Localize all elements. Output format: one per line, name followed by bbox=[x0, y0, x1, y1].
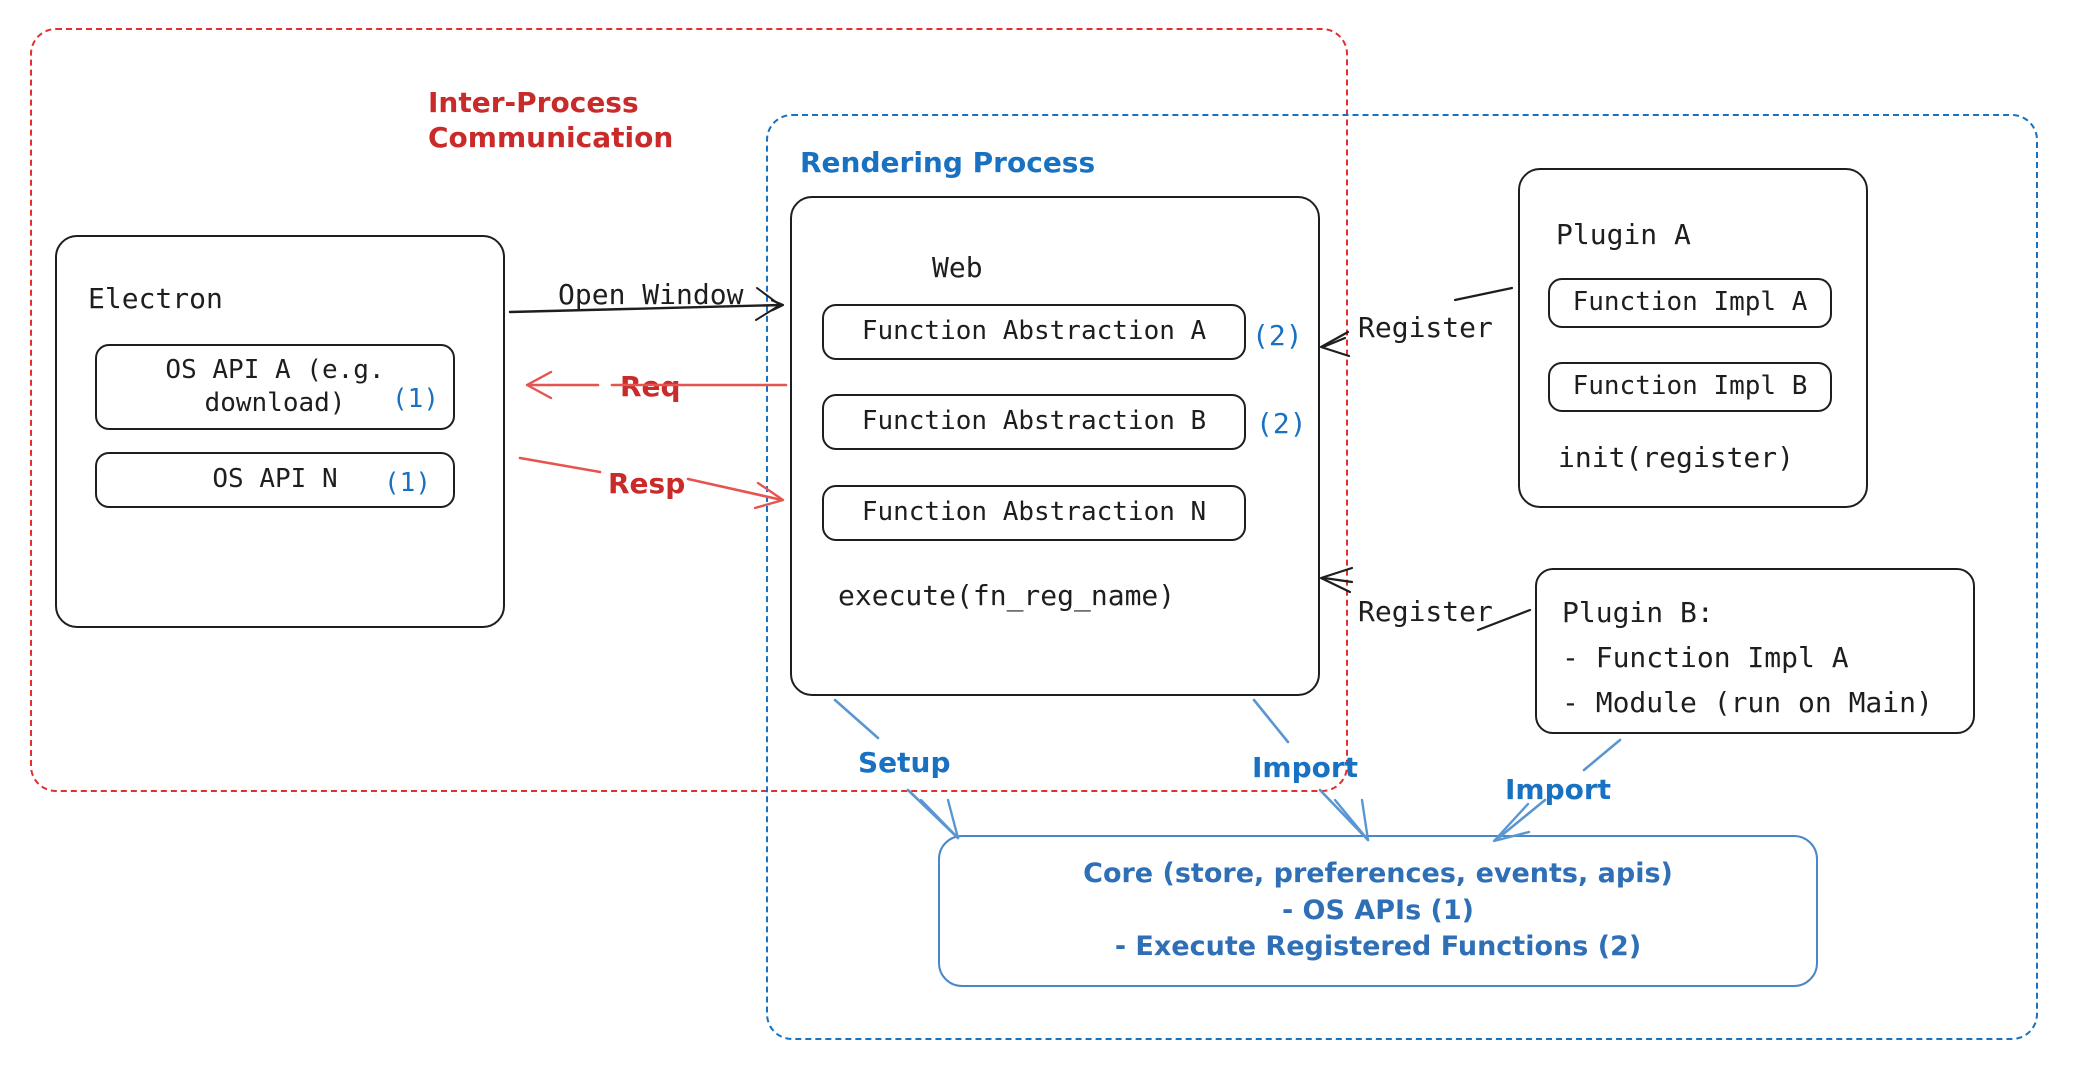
plugin-a-init-label: init(register) bbox=[1558, 441, 1795, 474]
web-title: Web bbox=[932, 251, 983, 284]
function-abstraction-b-label: Function Abstraction B bbox=[861, 406, 1207, 437]
req-label: Req bbox=[620, 370, 681, 403]
function-abstraction-n-label: Function Abstraction N bbox=[861, 497, 1207, 528]
core-box: Core (store, preferences, events, apis) … bbox=[938, 835, 1818, 987]
plugin-a-box bbox=[1518, 168, 1868, 508]
import-plugin-b-label: Import bbox=[1505, 773, 1612, 806]
ipc-region-label-line1: Inter-Process bbox=[428, 86, 639, 119]
register-bottom-label: Register bbox=[1358, 595, 1493, 628]
os-api-a-marker: (1) bbox=[392, 383, 439, 414]
os-api-a-label: OS API A (e.g. download) bbox=[165, 354, 385, 418]
os-api-n-box[interactable]: OS API N (1) bbox=[95, 452, 455, 508]
function-abstraction-a-label: Function Abstraction A bbox=[861, 316, 1207, 347]
rendering-process-label: Rendering Process bbox=[800, 146, 1096, 179]
function-abstraction-b-marker: (2) bbox=[1256, 407, 1307, 440]
plugin-a-function-impl-a-box[interactable]: Function Impl A bbox=[1548, 278, 1832, 328]
register-top-label: Register bbox=[1358, 311, 1493, 344]
plugin-a-function-impl-b-label: Function Impl B bbox=[1572, 371, 1808, 402]
plugin-b-box bbox=[1535, 568, 1975, 734]
rendering-process-region bbox=[766, 114, 2038, 1040]
os-api-n-label: OS API N bbox=[212, 464, 338, 495]
os-api-n-marker: (1) bbox=[384, 468, 431, 498]
resp-label: Resp bbox=[608, 467, 686, 500]
function-abstraction-b-box[interactable]: Function Abstraction B bbox=[822, 394, 1246, 450]
plugin-b-line-1: - Function Impl A bbox=[1562, 641, 1849, 674]
plugin-b-line-2: - Module (run on Main) bbox=[1562, 686, 1933, 719]
core-line-0: Core (store, preferences, events, apis) bbox=[1083, 858, 1673, 890]
setup-label: Setup bbox=[858, 746, 951, 779]
import-web-label: Import bbox=[1252, 751, 1359, 784]
function-abstraction-a-marker: (2) bbox=[1252, 319, 1303, 352]
function-abstraction-n-box[interactable]: Function Abstraction N bbox=[822, 485, 1246, 541]
electron-title: Electron bbox=[88, 282, 223, 315]
plugin-a-function-impl-a-label: Function Impl A bbox=[1572, 287, 1808, 318]
core-line-2: - Execute Registered Functions (2) bbox=[1114, 931, 1642, 963]
os-api-a-box[interactable]: OS API A (e.g. download) (1) bbox=[95, 344, 455, 430]
plugin-a-function-impl-b-box[interactable]: Function Impl B bbox=[1548, 362, 1832, 412]
electron-box bbox=[55, 235, 505, 628]
open-window-label: Open Window bbox=[558, 278, 744, 311]
ipc-region-label-line2: Communication bbox=[428, 121, 674, 154]
plugin-a-title: Plugin A bbox=[1556, 218, 1691, 251]
web-execute-label: execute(fn_reg_name) bbox=[838, 579, 1176, 612]
core-line-1: - OS APIs (1) bbox=[1281, 894, 1475, 926]
function-abstraction-a-box[interactable]: Function Abstraction A bbox=[822, 304, 1246, 360]
plugin-b-line-0: Plugin B: bbox=[1562, 596, 1714, 629]
ipc-region bbox=[30, 28, 1348, 792]
